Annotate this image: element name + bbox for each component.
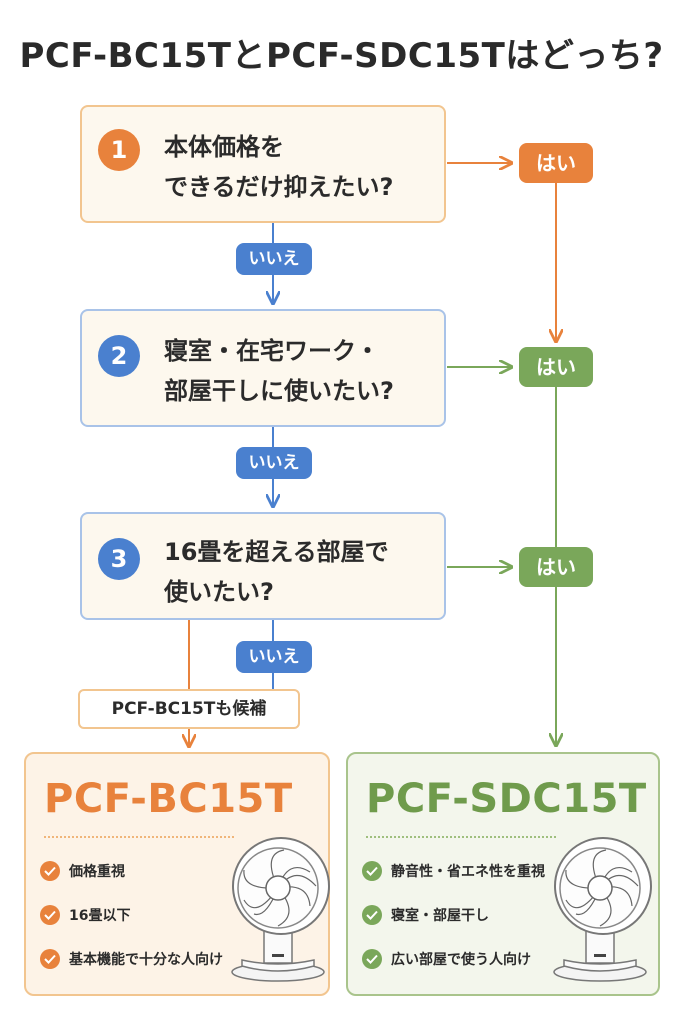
feature-text: 静音性・省エネ性を重視 xyxy=(391,864,545,880)
result-title-sdc15t: PCF-SDC15T xyxy=(366,776,647,822)
result-card-sdc15t: PCF-SDC15T 静音性・省エネ性を重視 寝室・部屋干し 広い部屋で使う人向… xyxy=(346,752,660,996)
feature-text: 16畳以下 xyxy=(69,908,131,924)
result-title-bc15t: PCF-BC15T xyxy=(44,776,293,822)
question-2-text: 寝室・在宅ワーク・ 部屋干しに使いたい? xyxy=(164,331,434,411)
feature-text: 価格重視 xyxy=(69,864,125,880)
circulator-fan-icon xyxy=(553,837,652,982)
feature-item: 価格重視 xyxy=(40,860,125,884)
feature-item: 広い部屋で使う人向け xyxy=(362,948,531,972)
check-icon xyxy=(40,949,60,969)
no-badge-q1: いいえ xyxy=(236,243,312,275)
yes-badge-q2: はい xyxy=(519,347,593,387)
check-icon xyxy=(362,905,382,925)
question-1-line2: できるだけ抑えたい? xyxy=(164,173,394,201)
question-1-line1: 本体価格を xyxy=(164,133,284,161)
circulator-fan-icon xyxy=(231,837,330,982)
question-2-number: 2 xyxy=(98,335,140,377)
candidate-note: PCF-BC15Tも候補 xyxy=(78,689,300,729)
no-badge-q2: いいえ xyxy=(236,447,312,479)
question-3-box: 3 16畳を超える部屋で 使いたい? xyxy=(80,512,446,620)
page-title: PCF-BC15TとPCF-SDC15Tはどっち? xyxy=(19,36,664,76)
feature-item: 静音性・省エネ性を重視 xyxy=(362,860,545,884)
yes-badge-q1: はい xyxy=(519,143,593,183)
feature-item: 基本機能で十分な人向け xyxy=(40,948,223,972)
divider xyxy=(44,836,234,838)
question-3-line1: 16畳を超える部屋で xyxy=(164,538,389,566)
question-2-line2: 部屋干しに使いたい? xyxy=(164,377,394,405)
question-2-box: 2 寝室・在宅ワーク・ 部屋干しに使いたい? xyxy=(80,309,446,427)
question-3-number: 3 xyxy=(98,538,140,580)
question-1-text: 本体価格を できるだけ抑えたい? xyxy=(164,127,434,207)
divider xyxy=(366,836,556,838)
check-icon xyxy=(362,949,382,969)
feature-text: 基本機能で十分な人向け xyxy=(69,952,223,968)
question-1-number: 1 xyxy=(98,129,140,171)
question-1-box: 1 本体価格を できるだけ抑えたい? xyxy=(80,105,446,223)
feature-text: 寝室・部屋干し xyxy=(391,908,489,924)
question-3-text: 16畳を超える部屋で 使いたい? xyxy=(164,532,434,612)
yes-badge-q3: はい xyxy=(519,547,593,587)
feature-text: 広い部屋で使う人向け xyxy=(391,952,531,968)
check-icon xyxy=(40,861,60,881)
no-badge-q3: いいえ xyxy=(236,641,312,673)
feature-item: 寝室・部屋干し xyxy=(362,904,489,928)
result-card-bc15t: PCF-BC15T 価格重視 16畳以下 基本機能で十分な人向け xyxy=(24,752,330,996)
question-2-line1: 寝室・在宅ワーク・ xyxy=(164,337,380,365)
feature-item: 16畳以下 xyxy=(40,904,130,928)
check-icon xyxy=(362,861,382,881)
question-3-line2: 使いたい? xyxy=(164,578,274,606)
check-icon xyxy=(40,905,60,925)
